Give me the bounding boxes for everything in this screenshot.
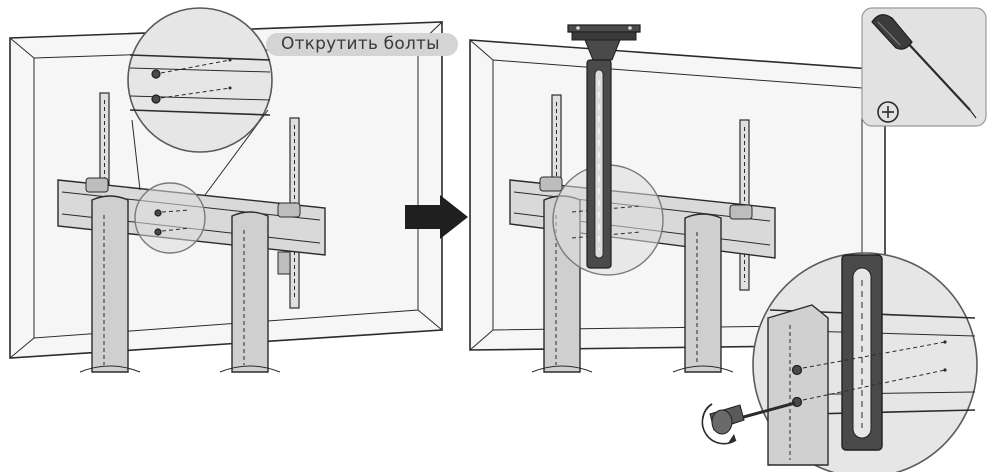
right-arrow-icon bbox=[405, 195, 468, 239]
post-right-b bbox=[672, 213, 734, 373]
screwdriver-in-use bbox=[709, 401, 796, 435]
bolt-magnifier-right bbox=[709, 252, 978, 476]
rotate-icon bbox=[701, 403, 737, 445]
bolt-magnifier-left bbox=[127, 7, 273, 196]
phillips-screwdriver-icon bbox=[871, 14, 977, 119]
phillips-symbol-icon bbox=[877, 101, 899, 123]
step-right bbox=[469, 24, 978, 476]
step-left bbox=[9, 7, 443, 373]
callout-label: Открутить болты bbox=[281, 34, 440, 54]
callout-label-pill bbox=[266, 33, 458, 56]
bolt-lens-small-left bbox=[134, 182, 206, 254]
ceiling-adapter-plate bbox=[567, 24, 641, 269]
tool-box bbox=[861, 7, 987, 127]
post-left-b bbox=[219, 211, 281, 373]
post-left-a bbox=[79, 195, 141, 373]
